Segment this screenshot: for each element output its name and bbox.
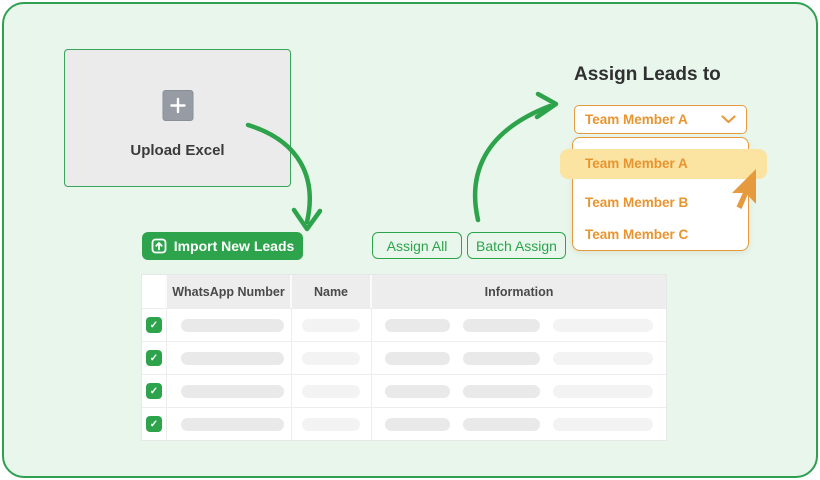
leads-table: WhatsApp Number Name Information ✓ ✓ [141, 274, 667, 441]
placeholder-name [302, 417, 360, 431]
upload-excel-dropzone[interactable]: Upload Excel [64, 49, 291, 187]
header-information: Information [372, 275, 666, 308]
placeholder-info-3 [553, 351, 653, 365]
placeholder-info-3 [553, 384, 653, 398]
placeholder-info-2 [463, 384, 540, 398]
table-row: ✓ [142, 341, 666, 374]
row-checkbox[interactable]: ✓ [146, 350, 162, 366]
placeholder-info-3 [553, 318, 653, 332]
placeholder-name [302, 384, 360, 398]
placeholder-info-3 [553, 417, 653, 431]
team-member-select-value: Team Member A [585, 112, 688, 127]
placeholder-info-2 [463, 417, 540, 431]
row-checkbox[interactable]: ✓ [146, 317, 162, 333]
header-name: Name [292, 275, 372, 308]
row-checkbox[interactable]: ✓ [146, 383, 162, 399]
header-checkbox-cell [142, 275, 167, 308]
chevron-down-icon [721, 115, 736, 124]
leads-table-header: WhatsApp Number Name Information [142, 275, 666, 308]
upload-file-icon [151, 238, 167, 254]
table-row: ✓ [142, 407, 666, 440]
table-row: ✓ [142, 308, 666, 341]
placeholder-info-1 [385, 417, 450, 431]
assign-all-label: Assign All [386, 237, 448, 254]
import-new-leads-button[interactable]: Import New Leads [142, 232, 303, 260]
placeholder-whatsapp [181, 351, 284, 365]
placeholder-info-2 [463, 351, 540, 365]
batch-assign-label: Batch Assign [476, 237, 557, 254]
header-whatsapp-number: WhatsApp Number [167, 275, 292, 308]
dropdown-option-team-member-a[interactable]: Team Member A [585, 156, 688, 171]
placeholder-info-1 [385, 351, 450, 365]
team-member-select[interactable]: Team Member A [574, 105, 747, 134]
dropdown-option-team-member-c[interactable]: Team Member C [585, 227, 689, 242]
plus-icon [162, 90, 193, 121]
placeholder-info-2 [463, 318, 540, 332]
dropdown-option-team-member-b[interactable]: Team Member B [585, 195, 689, 210]
placeholder-info-1 [385, 318, 450, 332]
import-new-leads-label: Import New Leads [173, 238, 295, 254]
placeholder-whatsapp [181, 318, 284, 332]
placeholder-info-1 [385, 384, 450, 398]
placeholder-name [302, 318, 360, 332]
placeholder-whatsapp [181, 384, 284, 398]
batch-assign-button[interactable]: Batch Assign [467, 232, 566, 259]
row-checkbox[interactable]: ✓ [146, 416, 162, 432]
placeholder-whatsapp [181, 417, 284, 431]
placeholder-name [302, 351, 360, 365]
assign-all-button[interactable]: Assign All [372, 232, 462, 259]
upload-excel-label: Upload Excel [130, 142, 225, 159]
assign-leads-title: Assign Leads to [574, 64, 721, 85]
table-row: ✓ [142, 374, 666, 407]
